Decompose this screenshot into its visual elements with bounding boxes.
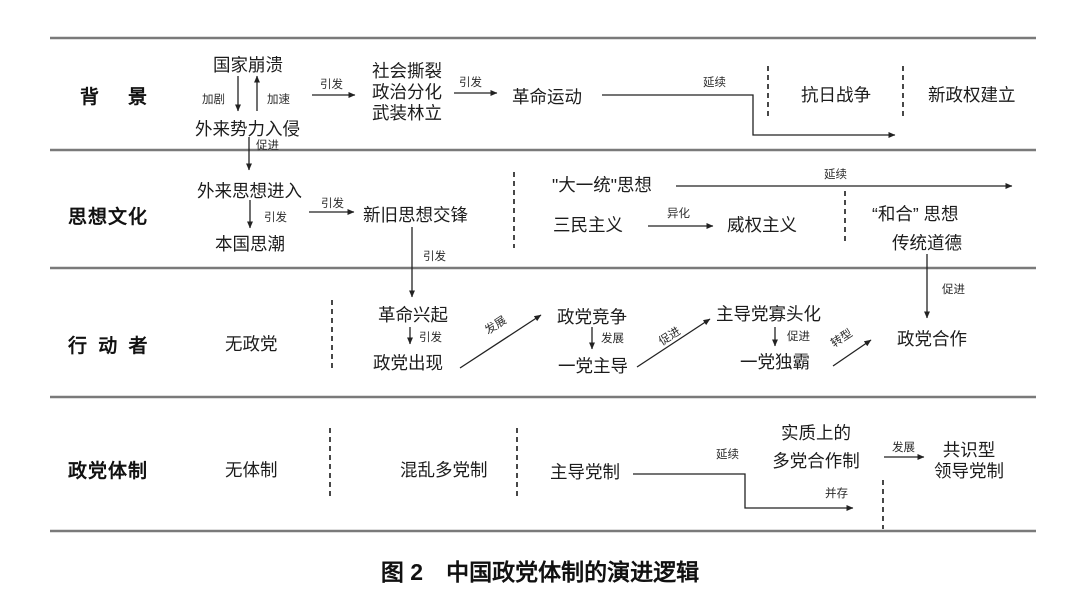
edge-label-continue-ideology: 延续 xyxy=(824,169,847,181)
edge-label-coexist: 并存 xyxy=(825,488,848,500)
edge-label-trigger-actors: 引发 xyxy=(419,332,442,344)
node-crisis-line3: 武装林立 xyxy=(372,103,442,123)
edge-label-promote-bg: 促进 xyxy=(256,140,279,152)
edge-label-promote-ideology: 促进 xyxy=(942,284,965,296)
node-revolution-movement: 革命运动 xyxy=(512,87,582,107)
node-dominant-party-system: 主导党制 xyxy=(550,462,620,482)
row-label-ideology: 思想文化 xyxy=(68,207,149,228)
node-anti-japan-war: 抗日战争 xyxy=(801,85,871,105)
node-authoritarianism: 威权主义 xyxy=(727,215,797,235)
edge-label-trigger-long: 引发 xyxy=(423,251,446,263)
edge-label-promote-down: 促进 xyxy=(787,331,810,343)
node-one-party-lead: 一党主导 xyxy=(558,356,628,376)
node-consensus-line1: 共识型 xyxy=(942,440,996,460)
arrow-continue-revolution-elbow xyxy=(602,94,896,138)
node-state-collapse: 国家崩溃 xyxy=(213,55,283,75)
node-oligarchization: 主导党寡头化 xyxy=(716,304,821,324)
node-traditional-morality: 传统道德 xyxy=(892,233,962,253)
row-label-background: 背 景 xyxy=(80,87,153,108)
edge-label-develop-down: 发展 xyxy=(601,333,624,345)
edge-label-intensify: 加剧 xyxy=(202,94,225,106)
edge-label-alienate: 异化 xyxy=(667,208,690,220)
node-new-old-clash: 新旧思想交锋 xyxy=(363,205,468,225)
edge-label-continue-system: 延续 xyxy=(716,449,739,461)
node-one-party-monopoly: 一党独霸 xyxy=(740,352,810,372)
node-party-cooperation: 政党合作 xyxy=(897,329,967,349)
node-consensus-leading-party: 共识型 领导党制 xyxy=(930,440,1008,482)
node-crisis-line1: 社会撕裂 xyxy=(372,61,442,81)
row-label-party-system: 政党体制 xyxy=(68,461,149,482)
arrow-promote-diagonal xyxy=(636,318,711,368)
arrow-transform xyxy=(832,339,872,367)
node-substantive-line2: 多党合作制 xyxy=(772,451,860,471)
node-foreign-invasion: 外来势力入侵 xyxy=(195,119,300,139)
arrow-continue-dominant-elbow xyxy=(633,473,854,511)
figure-caption: 图 2 中国政党体制的演进逻辑 xyxy=(380,559,700,585)
node-consensus-line2: 领导党制 xyxy=(934,461,1004,481)
node-harmony-thought: “和合” 思想 xyxy=(872,204,959,224)
node-no-party: 无政党 xyxy=(225,334,278,354)
arrow-develop-diagonal xyxy=(459,314,542,369)
node-no-system: 无体制 xyxy=(225,460,278,480)
node-new-regime: 新政权建立 xyxy=(928,85,1016,105)
edge-label-trigger-bg-1: 引发 xyxy=(320,79,343,91)
edge-label-trigger-bg-2: 引发 xyxy=(459,77,482,89)
node-substantive-line1: 实质上的 xyxy=(781,423,851,443)
edge-label-accelerate: 加速 xyxy=(267,94,290,106)
node-party-emerge: 政党出现 xyxy=(373,353,443,373)
node-revolution-rise: 革命兴起 xyxy=(378,305,448,325)
node-three-principles: 三民主义 xyxy=(553,215,623,235)
node-grand-unity: "大一统"思想 xyxy=(552,175,652,195)
node-chaotic-multiparty: 混乱多党制 xyxy=(400,460,488,480)
node-substantive-cooperation: 实质上的 多党合作制 xyxy=(766,419,866,475)
node-domestic-thought: 本国思潮 xyxy=(215,234,285,254)
node-foreign-ideas: 外来思想进入 xyxy=(197,181,302,201)
edge-label-develop-system: 发展 xyxy=(892,442,915,454)
node-party-competition: 政党竞争 xyxy=(557,307,627,327)
node-crisis-block: 社会撕裂 政治分化 武装林立 xyxy=(372,61,442,124)
row-label-actors: 行 动 者 xyxy=(68,336,151,357)
edge-label-trigger-down: 引发 xyxy=(264,212,287,224)
node-crisis-line2: 政治分化 xyxy=(372,82,442,102)
edge-label-trigger-right: 引发 xyxy=(321,198,344,210)
edge-label-continue-bg: 延续 xyxy=(703,77,726,89)
